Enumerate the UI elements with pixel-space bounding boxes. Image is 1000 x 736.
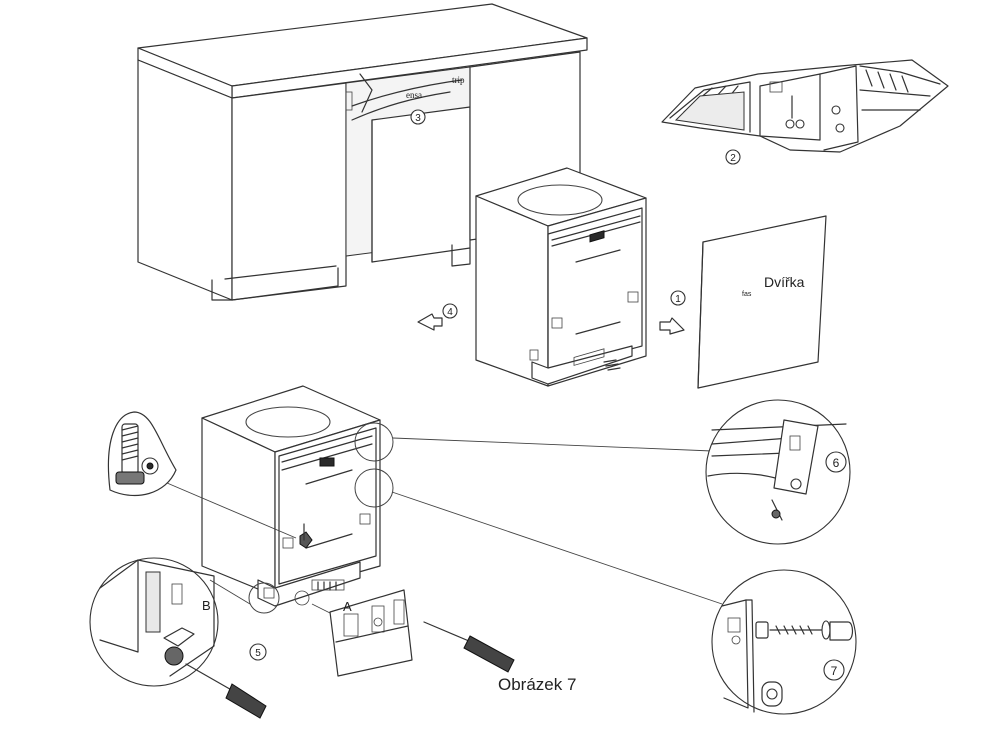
step-1-label: 1 [675,294,681,305]
step-4-label: 4 [447,307,453,318]
figure-caption: Obrázek 7 [498,675,576,694]
step-3-marker [410,109,426,125]
detail-7-screw-cover: 7 [711,569,857,715]
detail-2-tape-install: 2 [661,59,949,165]
tape-label-ensa: ensa [406,90,422,100]
detail-5-foot-adjust: B 5 [89,557,267,719]
dishwasher-top-view: 4 1 [417,167,686,387]
door-label: Dvířka [764,274,805,290]
step-7-label: 7 [831,664,838,678]
decor-door-panel: fas Dvířka [697,215,827,389]
detail-a-screw: A [329,589,515,677]
step-5-label: 5 [255,648,261,659]
door-mark: fas [742,291,752,298]
detail-adjustable-foot [107,411,177,497]
step-3-label: 3 [415,113,421,124]
dishwasher-installed-view [201,385,394,614]
callout-a: A [343,599,352,614]
detail-6-hinge: 6 [705,399,851,545]
kitchen-cabinet: trip ensa 3 [137,3,588,301]
callout-b: B [202,598,211,613]
step-2-marker [725,149,741,165]
tape-label-trip: trip [452,75,465,85]
step-6-label: 6 [833,456,840,470]
step-2-label: 2 [730,153,736,164]
